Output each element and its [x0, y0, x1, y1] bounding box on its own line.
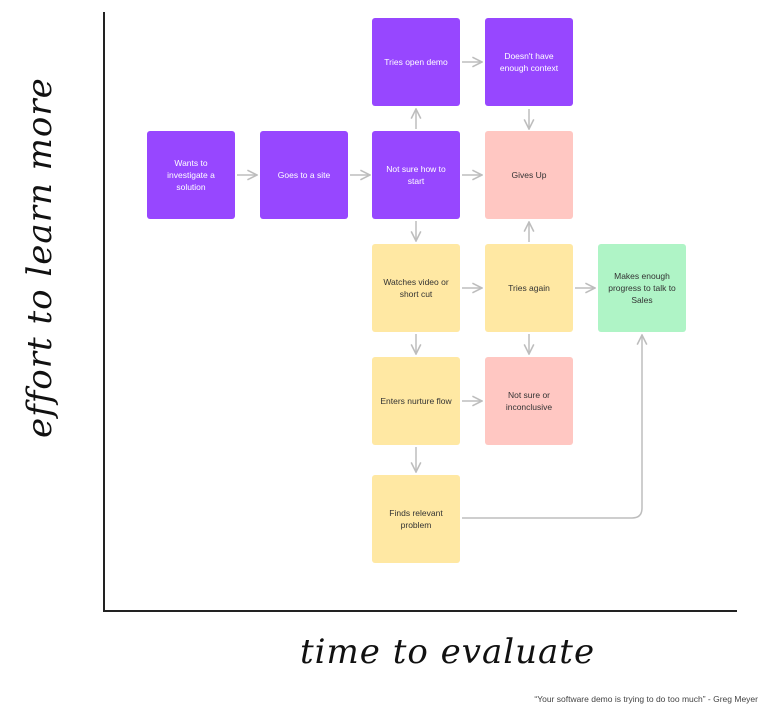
node-not-sure-start[interactable]: Not sure how to start	[372, 131, 460, 219]
x-axis	[103, 610, 737, 612]
node-nurture[interactable]: Enters nurture flow	[372, 357, 460, 445]
arrow	[462, 335, 642, 519]
node-goes[interactable]: Goes to a site	[260, 131, 348, 219]
quote-caption: “Your software demo is trying to do too …	[534, 694, 758, 704]
y-axis	[103, 12, 105, 612]
node-gives-up[interactable]: Gives Up	[485, 131, 573, 219]
node-wants[interactable]: Wants to investigate a solution	[147, 131, 235, 219]
x-axis-label: time to evaluate	[300, 632, 596, 672]
node-watches[interactable]: Watches video or short cut	[372, 244, 460, 332]
node-progress[interactable]: Makes enough progress to talk to Sales	[598, 244, 686, 332]
node-tries-again[interactable]: Tries again	[485, 244, 573, 332]
node-tries-demo[interactable]: Tries open demo	[372, 18, 460, 106]
node-inconclusive[interactable]: Not sure or inconclusive	[485, 357, 573, 445]
node-no-context[interactable]: Doesn't have enough context	[485, 18, 573, 106]
node-finds[interactable]: Finds relevant problem	[372, 475, 460, 563]
